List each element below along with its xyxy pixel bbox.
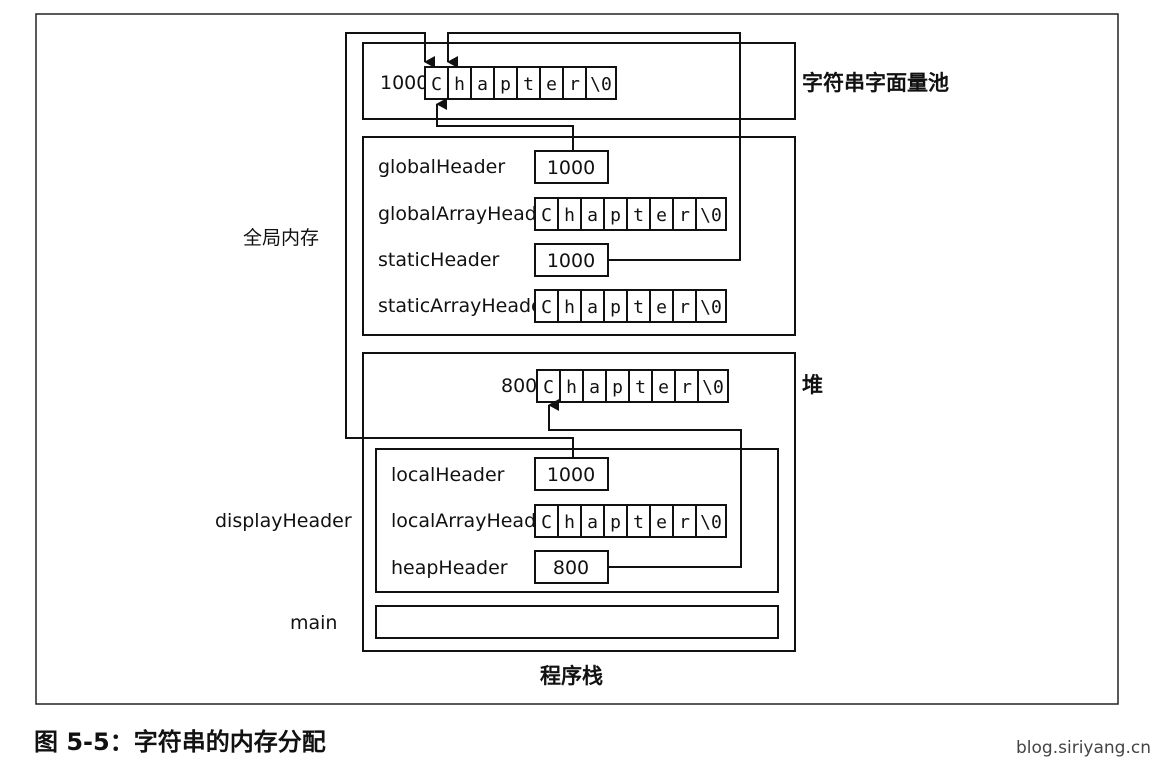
char-cell-text: C <box>543 377 554 398</box>
char-cell-text: r <box>679 205 690 226</box>
var-name-staticArrayHeader: staticArrayHeader <box>378 295 551 317</box>
main-frame-label: main <box>290 612 337 634</box>
char-cell-text: h <box>454 74 465 95</box>
var-name-globalHeader: globalHeader <box>378 156 505 178</box>
global-memory-box <box>362 136 796 336</box>
char-cell <box>585 66 617 100</box>
char-cell-text: e <box>546 74 557 95</box>
value-globalHeader: 1000 <box>547 157 595 179</box>
global-memory-label: 全局内存 <box>243 227 319 249</box>
char-cell-text: t <box>635 377 646 398</box>
char-cell-text: r <box>569 74 580 95</box>
char-cell-text: \0 <box>700 297 722 318</box>
value-box-globalHeader <box>534 150 609 184</box>
pointer-arrow-localHeader <box>345 32 574 458</box>
value-box-localHeader <box>534 457 609 491</box>
char-cell-text: h <box>566 377 577 398</box>
pointer-arrow-heapHeader <box>548 399 742 568</box>
char-cell-text: r <box>679 297 690 318</box>
char-cell-text: t <box>633 512 644 533</box>
char-cell-text: C <box>431 74 442 95</box>
char-cell <box>695 197 727 231</box>
char-cell-text: h <box>564 205 575 226</box>
literal-pool-label: 字符串字面量池 <box>802 71 949 95</box>
figure-frame <box>35 13 1119 705</box>
char-cell-text: \0 <box>700 205 722 226</box>
char-cell-text: e <box>658 377 669 398</box>
char-cell-text: a <box>587 297 598 318</box>
char-cell-text: t <box>633 205 644 226</box>
char-cell-text: \0 <box>702 377 724 398</box>
char-cell-text: p <box>610 205 621 226</box>
var-name-localArrayHeader: localArrayHeader <box>391 510 556 532</box>
char-cell-text: a <box>589 377 600 398</box>
figure-caption: 图 5-5：字符串的内存分配 <box>34 728 326 756</box>
char-cell-text: \0 <box>700 512 722 533</box>
char-cell-text: t <box>633 297 644 318</box>
char-cell-text: e <box>656 205 667 226</box>
char-cell <box>695 289 727 323</box>
char-cell-text: C <box>541 205 552 226</box>
char-cell <box>697 369 729 403</box>
watermark: blog.siriyang.cn <box>1016 738 1151 758</box>
char-cell-text: p <box>500 74 511 95</box>
char-cell-text: p <box>610 297 621 318</box>
char-cell-text: C <box>541 297 552 318</box>
value-heapHeader: 800 <box>553 557 589 579</box>
heap-stack-box <box>362 352 796 652</box>
char-cell <box>695 504 727 538</box>
var-name-localHeader: localHeader <box>391 464 505 486</box>
display-header-frame-label: displayHeader <box>215 510 352 532</box>
pointer-arrow-globalHeader <box>436 98 574 151</box>
char-cell-text: C <box>541 512 552 533</box>
literal-pool-address: 1000 <box>380 72 428 94</box>
value-staticHeader: 1000 <box>547 250 595 272</box>
char-cell-text: r <box>681 377 692 398</box>
char-cell-text: \0 <box>590 74 612 95</box>
value-localHeader: 1000 <box>547 464 595 486</box>
pointer-arrow-staticHeader <box>447 32 741 261</box>
main-frame <box>375 605 779 639</box>
char-cell-text: r <box>679 512 690 533</box>
var-name-staticHeader: staticHeader <box>378 249 500 271</box>
char-cell-text: p <box>610 512 621 533</box>
char-cell-text: p <box>612 377 623 398</box>
display-header-frame <box>375 448 779 593</box>
char-cell-text: a <box>587 512 598 533</box>
char-cell-text: a <box>477 74 488 95</box>
char-cell-text: t <box>523 74 534 95</box>
char-cell-text: e <box>656 512 667 533</box>
char-cell-text: h <box>564 512 575 533</box>
stack-label: 程序栈 <box>540 664 603 688</box>
heap-address: 800 <box>501 375 537 397</box>
var-name-heapHeader: heapHeader <box>391 557 508 579</box>
heap-label: 堆 <box>802 373 823 397</box>
char-cell-text: e <box>656 297 667 318</box>
var-name-globalArrayHeader: globalArrayHeader <box>378 203 556 225</box>
char-cell-text: a <box>587 205 598 226</box>
char-cell-text: h <box>564 297 575 318</box>
literal-pool-box <box>362 42 796 120</box>
